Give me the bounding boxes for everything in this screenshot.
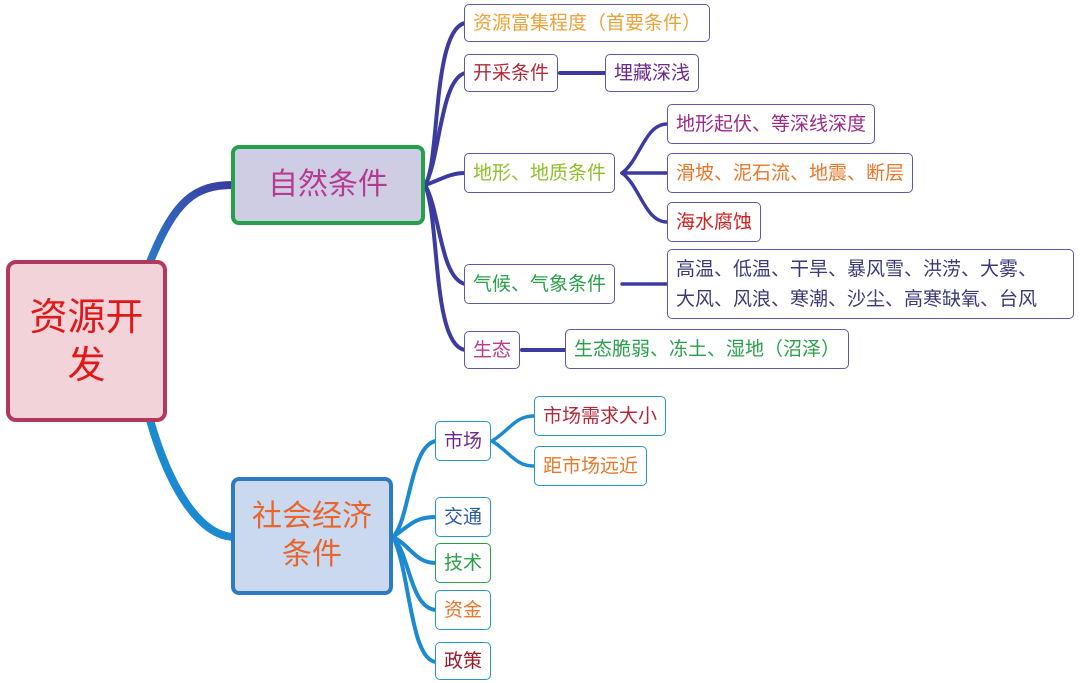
link-root-natural: [146, 181, 237, 266]
climate-hazards-line-2: 大风、风浪、寒潮、沙尘、高寒缺氧、台风: [676, 288, 1038, 310]
terrain-relief-label: 地形起伏、等深线深度: [676, 112, 867, 135]
links-social: [391, 414, 536, 664]
terrain-geology-label: 地形、地质条件: [473, 161, 607, 184]
market-node[interactable]: 市场: [435, 421, 492, 461]
climate-weather-label: 气候、气象条件: [473, 272, 607, 295]
mining-conditions-label: 开采条件: [473, 61, 550, 84]
link-root-social: [146, 416, 237, 541]
resource-richness-node[interactable]: 资源富集程度（首要条件）: [464, 4, 711, 42]
seawater-corrosion-node[interactable]: 海水腐蚀: [667, 202, 762, 242]
links-natural: [423, 21, 669, 352]
transport-label: 交通: [444, 505, 483, 528]
ecology-fragility-label: 生态脆弱、冻土、湿地（沼泽）: [574, 337, 841, 360]
technology-label: 技术: [444, 551, 483, 574]
natural-conditions-label: 自然条件: [268, 167, 388, 202]
climate-weather-node[interactable]: 气候、气象条件: [464, 264, 616, 304]
policy-node[interactable]: 政策: [435, 642, 492, 680]
resource-richness-label: 资源富集程度（首要条件）: [473, 11, 702, 34]
burial-depth-label: 埋藏深浅: [614, 61, 691, 84]
market-label: 市场: [444, 429, 483, 452]
burial-depth-node[interactable]: 埋藏深浅: [605, 54, 700, 92]
geohazards-label: 滑坡、泥石流、地震、断层: [676, 161, 905, 184]
socioeconomic-conditions-label: 社会经济条件: [252, 499, 372, 572]
ecology-node[interactable]: 生态: [464, 331, 521, 369]
market-distance-node[interactable]: 距市场远近: [534, 446, 648, 486]
market-demand-label: 市场需求大小: [543, 404, 658, 427]
root-node[interactable]: 资源开发: [6, 260, 167, 422]
seawater-corrosion-label: 海水腐蚀: [676, 210, 753, 233]
technology-node[interactable]: 技术: [435, 543, 492, 583]
climate-hazards-line-1: 高温、低温、干旱、暴风雪、洪涝、大雾、: [676, 258, 1038, 280]
market-distance-label: 距市场远近: [543, 454, 639, 477]
ecology-fragility-node[interactable]: 生态脆弱、冻土、湿地（沼泽）: [565, 329, 850, 369]
transport-node[interactable]: 交通: [435, 497, 492, 537]
market-demand-node[interactable]: 市场需求大小: [534, 396, 667, 436]
terrain-relief-node[interactable]: 地形起伏、等深线深度: [667, 104, 876, 144]
root-label: 资源开发: [29, 295, 144, 387]
socioeconomic-conditions-node[interactable]: 社会经济条件: [231, 477, 393, 595]
climate-hazards-text: 高温、低温、干旱、暴风雪、洪涝、大雾、大风、风浪、寒潮、沙尘、高寒缺氧、台风: [676, 254, 1037, 314]
climate-hazards-node[interactable]: 高温、低温、干旱、暴风雪、洪涝、大雾、大风、风浪、寒潮、沙尘、高寒缺氧、台风: [667, 249, 1074, 319]
terrain-geology-node[interactable]: 地形、地质条件: [464, 153, 616, 193]
mining-conditions-node[interactable]: 开采条件: [464, 54, 559, 92]
policy-label: 政策: [444, 649, 483, 672]
natural-conditions-node[interactable]: 自然条件: [231, 145, 425, 225]
funds-label: 资金: [444, 598, 483, 621]
ecology-label: 生态: [473, 338, 512, 361]
funds-node[interactable]: 资金: [435, 590, 492, 630]
geohazards-node[interactable]: 滑坡、泥石流、地震、断层: [667, 153, 914, 193]
